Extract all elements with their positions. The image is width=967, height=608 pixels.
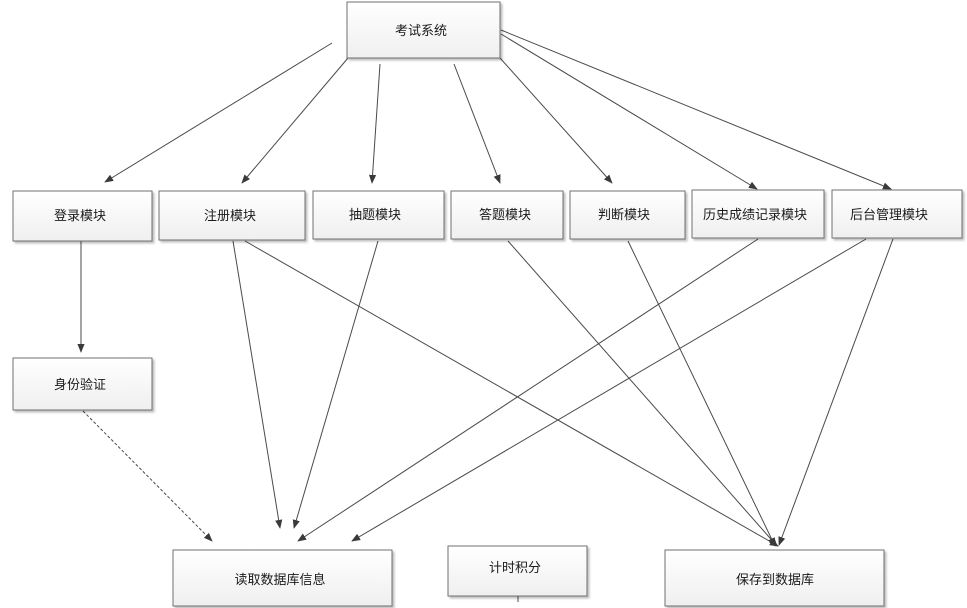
edge-register-to-readdb bbox=[232, 240, 283, 529]
edge-register-to-savedb bbox=[244, 240, 779, 547]
edge-draw-to-readdb bbox=[292, 240, 379, 529]
edge-judge-to-savedb bbox=[627, 240, 776, 547]
node-exam-system[interactable]: 考试系统 bbox=[346, 1, 501, 59]
edge-system-to-judge bbox=[499, 57, 613, 184]
node-register-module[interactable]: 注册模块 bbox=[158, 190, 306, 241]
edge-answer-to-savedb bbox=[507, 240, 778, 547]
node-auth[interactable]: 身份验证 bbox=[12, 357, 153, 411]
edge-system-to-draw bbox=[368, 63, 381, 184]
node-read-db[interactable]: 读取数据库信息 bbox=[172, 549, 393, 607]
node-answer-module-label: 答题模块 bbox=[479, 207, 531, 223]
node-admin-module-label: 后台管理模块 bbox=[850, 208, 928, 223]
node-login-module-label: 登录模块 bbox=[54, 209, 106, 224]
node-judge-module[interactable]: 判断模块 bbox=[569, 190, 686, 240]
node-draw-questions-module[interactable]: 抽题模块 bbox=[312, 190, 445, 240]
node-timer-label: 计时积分 bbox=[489, 561, 541, 576]
node-login-module[interactable]: 登录模块 bbox=[12, 190, 153, 242]
node-admin-module[interactable]: 后台管理模块 bbox=[831, 189, 963, 239]
edge-system-to-register bbox=[241, 57, 349, 184]
node-judge-module-label: 判断模块 bbox=[598, 208, 650, 223]
node-exam-system-label: 考试系统 bbox=[395, 24, 447, 39]
node-answer-module[interactable]: 答题模块 bbox=[450, 190, 564, 240]
edges-layer bbox=[77, 29, 894, 602]
node-save-db[interactable]: 保存到数据库 bbox=[664, 549, 885, 607]
node-read-db-label: 读取数据库信息 bbox=[234, 572, 325, 588]
node-register-module-label: 注册模块 bbox=[204, 209, 256, 224]
node-auth-label: 身份验证 bbox=[54, 377, 106, 393]
edge-system-to-answer bbox=[453, 63, 501, 184]
node-history-module[interactable]: 历史成绩记录模块 bbox=[691, 189, 825, 239]
node-timer[interactable]: 计时积分 bbox=[447, 545, 588, 597]
edge-auth-to-readdb bbox=[82, 410, 213, 542]
node-save-db-label: 保存到数据库 bbox=[736, 572, 814, 588]
edge-history-to-readdb bbox=[297, 238, 759, 542]
edge-system-to-admin bbox=[500, 29, 892, 190]
node-history-module-label: 历史成绩记录模块 bbox=[703, 208, 807, 223]
node-draw-questions-module-label: 抽题模块 bbox=[349, 208, 401, 223]
nodes-layer: 考试系统 登录模块 注册模块 抽题模块 答题模块 判断模块 历史成绩记录模块 bbox=[12, 1, 963, 607]
edge-system-to-login bbox=[104, 42, 333, 183]
edge-system-to-history bbox=[500, 33, 758, 190]
edge-admin-to-savedb bbox=[778, 238, 894, 546]
edge-admin-to-readdb bbox=[351, 238, 867, 542]
